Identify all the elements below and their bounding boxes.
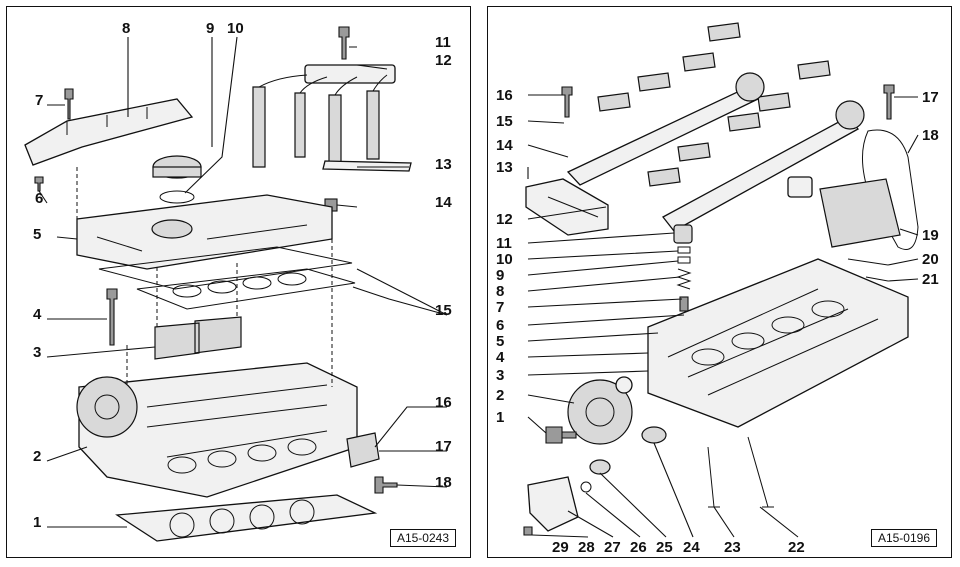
label-left-6: 6 <box>35 190 43 207</box>
part-bolt-7 <box>64 88 74 120</box>
label-left-16: 16 <box>435 394 452 411</box>
label-right-4: 4 <box>496 349 505 366</box>
part-bolt-4 <box>106 288 118 346</box>
label-left-8: 8 <box>122 20 130 37</box>
right-diagram-panel: 16 15 14 13 12 11 10 9 8 7 6 5 4 3 2 1 1… <box>487 6 952 558</box>
label-right-23: 23 <box>724 539 741 556</box>
part-bolt-16 <box>561 86 573 118</box>
part-pump-housing <box>527 476 579 532</box>
part-hydraulic-tappet <box>673 224 693 244</box>
part-cylinder-head <box>647 258 909 428</box>
part-head-gasket <box>115 494 378 542</box>
label-right-27: 27 <box>604 539 621 556</box>
label-right-9: 9 <box>496 267 504 284</box>
label-right-17: 17 <box>922 89 939 106</box>
label-left-7: 7 <box>35 92 43 109</box>
part-valve-cover <box>76 194 333 270</box>
label-left-4: 4 <box>33 306 42 323</box>
part-screw-29 <box>523 526 533 536</box>
label-left-13: 13 <box>435 156 452 173</box>
label-right-13: 13 <box>496 159 513 176</box>
label-left-17: 17 <box>435 438 452 455</box>
left-exploded-view: 8 9 10 11 12 13 14 15 16 17 18 7 6 5 4 3… <box>24 20 452 542</box>
part-cam-sprocket <box>567 379 633 445</box>
part-screw-6 <box>34 176 44 192</box>
part-timing-chain <box>861 129 919 250</box>
label-right-11: 11 <box>496 235 512 252</box>
label-left-11: 11 <box>435 34 451 51</box>
label-left-12: 12 <box>435 52 452 69</box>
label-right-19: 19 <box>922 227 939 244</box>
part-o-ring <box>159 190 195 204</box>
part-bearing-caps-upper <box>597 22 831 187</box>
part-cam-sprocket <box>76 376 138 438</box>
label-left-9: 9 <box>206 20 214 37</box>
figure-code-left: A15-0243 <box>389 529 456 547</box>
label-right-22: 22 <box>788 539 805 556</box>
label-left-18: 18 <box>435 474 452 491</box>
label-right-2: 2 <box>496 387 504 404</box>
part-seal-24 <box>641 426 667 444</box>
label-right-20: 20 <box>922 251 939 268</box>
part-valve-22 <box>747 436 774 508</box>
label-right-24: 24 <box>683 539 700 556</box>
label-right-29: 29 <box>552 539 569 556</box>
part-bolt-17 <box>883 84 895 120</box>
label-right-16: 16 <box>496 87 513 104</box>
label-right-1: 1 <box>496 409 504 426</box>
label-right-21: 21 <box>922 271 939 288</box>
part-screw-18 <box>374 476 398 494</box>
part-cover-gasket <box>98 246 353 290</box>
part-ignition-harness <box>304 64 396 84</box>
label-right-5: 5 <box>496 333 504 350</box>
part-gasket-strip <box>322 160 412 172</box>
label-left-10: 10 <box>227 20 244 37</box>
part-bolt-11 <box>338 26 350 60</box>
label-right-7: 7 <box>496 299 504 316</box>
label-left-1: 1 <box>33 514 41 531</box>
part-camshaft-exhaust <box>662 116 860 232</box>
figure-code-right: A15-0196 <box>870 529 937 547</box>
label-left-5: 5 <box>33 226 41 243</box>
label-left-14: 14 <box>435 194 452 211</box>
part-bearing-cap <box>154 316 242 360</box>
part-rail <box>24 98 194 166</box>
part-cylinder-head <box>78 362 358 498</box>
part-bearing-bridge <box>525 178 609 236</box>
label-right-8: 8 <box>496 283 504 300</box>
label-left-15: 15 <box>435 302 452 319</box>
part-valve-23 <box>707 446 720 508</box>
label-right-28: 28 <box>578 539 595 556</box>
label-right-15: 15 <box>496 113 513 130</box>
label-right-14: 14 <box>496 137 513 154</box>
part-valve-spring <box>676 268 692 290</box>
label-right-12: 12 <box>496 211 513 228</box>
label-right-3: 3 <box>496 367 504 384</box>
label-right-25: 25 <box>656 539 673 556</box>
label-right-10: 10 <box>496 251 513 268</box>
label-right-26: 26 <box>630 539 647 556</box>
label-left-3: 3 <box>33 344 41 361</box>
right-exploded-view: 16 15 14 13 12 11 10 9 8 7 6 5 4 3 2 1 1… <box>496 22 939 556</box>
label-left-2: 2 <box>33 448 41 465</box>
label-right-18: 18 <box>922 127 939 144</box>
label-right-6: 6 <box>496 317 504 334</box>
part-sensor-17 <box>346 432 380 468</box>
part-bolt-1 <box>545 426 577 444</box>
part-chain-tensioner <box>819 178 901 248</box>
left-diagram-panel: 8 9 10 11 12 13 14 15 16 17 18 7 6 5 4 3… <box>6 6 471 558</box>
